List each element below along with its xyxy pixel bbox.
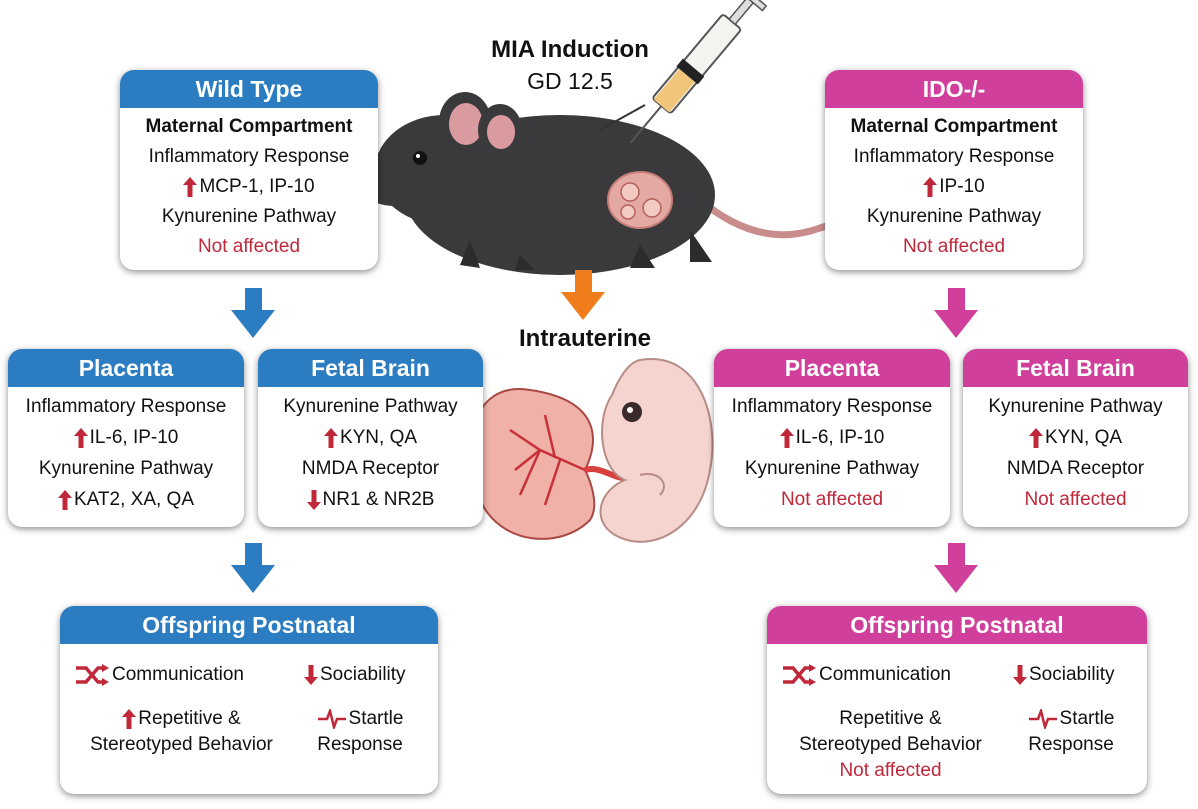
ido-fetal-brain-nmda: NMDA Receptor: [1006, 458, 1145, 479]
ido-maternal-title: Maternal Compartment: [850, 116, 1058, 137]
up-arrow-icon: [779, 427, 794, 448]
ido-fetal-brain-kynurenine-up: KYN, QA: [1044, 427, 1123, 448]
up-arrow-icon: [183, 176, 198, 197]
syringe-icon: [629, 0, 768, 144]
wt-maternal-kynurenine-status: Not affected: [197, 236, 301, 257]
ido-placenta-kynurenine: Kynurenine Pathway: [744, 458, 920, 479]
down-arrow-icon: [1013, 664, 1027, 685]
wt-placenta-kynurenine-up: KAT2, XA, QA: [73, 489, 195, 510]
ido-offspring-header: Offspring Postnatal: [767, 606, 1147, 644]
ido-offspring-startle-2: Response: [1028, 734, 1114, 755]
induction-subtitle: GD 12.5: [527, 68, 613, 94]
ido-offspring-card: Offspring Postnatal Communication Sociab…: [767, 606, 1147, 794]
wt-offspring-communication: Communication: [112, 664, 244, 685]
wt-offspring-repetitive-1: Repetitive &: [138, 708, 241, 729]
wt-fetal-brain-header: Fetal Brain: [258, 349, 483, 387]
ido-placenta-inflammatory-up: IL-6, IP-10: [795, 427, 885, 448]
ido-placenta-header: Placenta: [714, 349, 950, 387]
wt-maternal-title: Maternal Compartment: [145, 116, 353, 137]
wt-placenta-inflammatory-up: IL-6, IP-10: [89, 427, 179, 448]
ido-fetal-brain-nmda-status: Not affected: [1024, 489, 1127, 510]
down-arrow-ido-2: [934, 543, 978, 593]
wt-maternal-inflammatory-up: MCP-1, IP-10: [199, 176, 315, 197]
ido-maternal-inflammatory: Inflammatory Response: [853, 146, 1055, 167]
ido-offspring-communication: Communication: [819, 664, 951, 685]
ido-header: IDO-/-: [825, 70, 1083, 108]
down-arrow-wt-1: [231, 288, 275, 338]
ido-placenta-card: Placenta Inflammatory Response IL-6, IP-…: [714, 349, 950, 527]
up-arrow-icon: [57, 489, 72, 510]
up-arrow-icon: [323, 427, 338, 448]
ido-offspring-repetitive-status: Not affected: [839, 760, 942, 781]
wt-maternal-inflammatory: Inflammatory Response: [148, 146, 350, 167]
crossed-arrows-icon: [76, 663, 109, 686]
wt-offspring-startle-1: Startle: [348, 708, 404, 729]
up-arrow-icon: [73, 427, 88, 448]
ido-offspring-startle-1: Startle: [1059, 708, 1115, 729]
induction-title: MIA Induction: [491, 36, 649, 63]
wt-fetal-brain-kynurenine: Kynurenine Pathway: [283, 396, 458, 417]
ido-offspring-sociability: Sociability: [1029, 664, 1115, 685]
placenta-illustration: [469, 388, 596, 540]
ido-fetal-brain-kynurenine: Kynurenine Pathway: [988, 396, 1163, 417]
ido-placenta-inflammatory: Inflammatory Response: [731, 396, 933, 417]
wt-placenta-header: Placenta: [8, 349, 244, 387]
down-arrow-icon: [306, 489, 321, 510]
down-arrow-icon: [304, 664, 318, 685]
ido-fetal-brain-card: Fetal Brain Kynurenine Pathway KYN, QA N…: [963, 349, 1188, 527]
ido-maternal-inflammatory-up: IP-10: [939, 176, 985, 197]
wt-fetal-brain-kynurenine-up: KYN, QA: [339, 427, 418, 448]
flow-arrows: [231, 270, 978, 593]
down-arrow-intrauterine: [561, 270, 605, 320]
wt-fetal-brain-nmda: NMDA Receptor: [301, 458, 440, 479]
wt-offspring-header: Offspring Postnatal: [60, 606, 438, 644]
startle-waveform-icon: [1028, 708, 1057, 729]
up-arrow-icon: [923, 176, 938, 197]
startle-waveform-icon: [317, 708, 346, 729]
down-arrow-ido-1: [934, 288, 978, 338]
wt-offspring-startle-2: Response: [317, 734, 403, 755]
wt-placenta-kynurenine: Kynurenine Pathway: [38, 458, 214, 479]
ido-maternal-kynurenine-status: Not affected: [902, 236, 1006, 257]
embryo-illustration: [599, 358, 714, 543]
wt-fetal-brain-card: Fetal Brain Kynurenine Pathway KYN, QA N…: [258, 349, 483, 527]
wt-offspring-sociability: Sociability: [320, 664, 406, 685]
wt-fetal-brain-nmda-down: NR1 & NR2B: [322, 489, 435, 510]
wt-offspring-card: Offspring Postnatal Communication Sociab…: [60, 606, 438, 794]
ido-offspring-repetitive-1: Repetitive &: [839, 708, 942, 729]
ido-fetal-brain-header: Fetal Brain: [963, 349, 1188, 387]
ido-maternal-kynurenine: Kynurenine Pathway: [866, 206, 1042, 227]
wt-offspring-repetitive-2: Stereotyped Behavior: [90, 734, 273, 755]
up-arrow-icon: [1028, 427, 1043, 448]
mouse-illustration: [328, 92, 866, 275]
ido-placenta-kynurenine-status: Not affected: [780, 489, 884, 510]
up-arrow-icon: [122, 708, 137, 729]
down-arrow-wt-2: [231, 543, 275, 593]
ido-maternal-card: IDO-/- Maternal Compartment Inflammatory…: [825, 70, 1083, 270]
wt-placenta-card: Placenta Inflammatory Response IL-6, IP-…: [8, 349, 244, 527]
ido-offspring-repetitive-2: Stereotyped Behavior: [799, 734, 982, 755]
crossed-arrows-icon: [783, 663, 816, 686]
wt-header: Wild Type: [120, 70, 378, 108]
wt-placenta-inflammatory: Inflammatory Response: [25, 396, 227, 417]
intrauterine-label: Intrauterine: [518, 325, 652, 352]
wt-maternal-kynurenine: Kynurenine Pathway: [161, 206, 337, 227]
wt-maternal-card: Wild Type Maternal Compartment Inflammat…: [120, 70, 378, 270]
